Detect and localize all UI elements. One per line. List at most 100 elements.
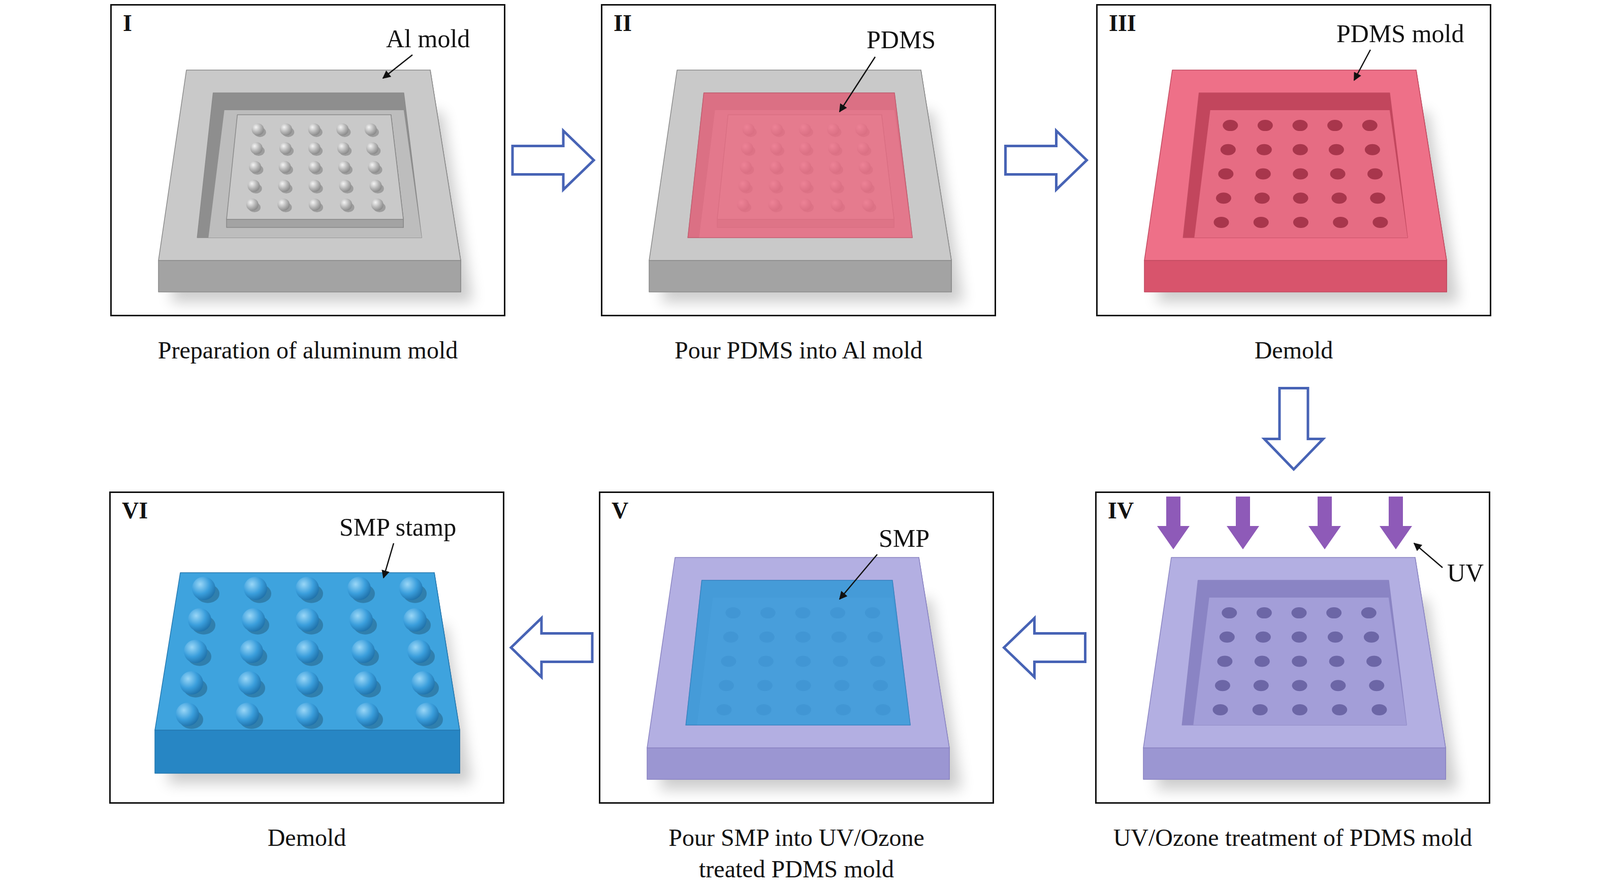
part-label: UV: [1447, 559, 1484, 588]
mold-hole: [1254, 192, 1270, 204]
mold-hole: [1255, 631, 1271, 644]
panel-frame: IVUV: [1095, 491, 1491, 805]
stamp-bump: [179, 671, 204, 695]
cavity-wall: [1181, 580, 1407, 726]
top-face: [158, 70, 461, 261]
mold-hole: [1254, 656, 1270, 668]
mold-bump: [308, 123, 321, 136]
cavity-wall: [1182, 92, 1408, 238]
mold-bump: [366, 142, 379, 155]
stamp-bump: [399, 577, 423, 601]
mold-bump: [278, 161, 292, 174]
stamp-bump: [351, 640, 375, 664]
stamp-bump: [407, 640, 431, 664]
mold-bump: [339, 198, 352, 211]
mold-bump: [277, 198, 290, 211]
mold-hole: [1328, 144, 1344, 156]
part-label: PDMS: [866, 25, 936, 54]
flow-arrow: [1264, 388, 1324, 470]
part-label: SMP: [878, 524, 930, 553]
uv-arrow: [1226, 496, 1260, 550]
front-face: [158, 260, 461, 293]
leader-line: [839, 56, 876, 112]
mold-hole: [1367, 168, 1383, 180]
mold-hole: [1219, 631, 1235, 644]
stamp-bump: [239, 640, 264, 664]
leader-line: [383, 543, 394, 579]
cavity-floor: [1193, 597, 1407, 726]
cavity-wall: [687, 92, 913, 238]
mold-hole: [1252, 704, 1268, 716]
step-caption: UV/Ozone treatment of PDMS mold: [1107, 822, 1479, 854]
mold-bump: [246, 198, 259, 211]
top-face: [647, 557, 950, 749]
panel-frame: IAl mold: [110, 4, 506, 317]
panel-illustration: [154, 543, 472, 784]
mold-hole: [1291, 607, 1307, 619]
stamp-bump: [347, 577, 371, 601]
top-face: [154, 572, 460, 731]
mold-hole: [1292, 168, 1308, 180]
mold-hole: [1372, 216, 1388, 229]
step-caption: Pour SMP into UV/Ozone treated PDMS mold: [633, 822, 959, 886]
cavity-floor: [208, 110, 422, 238]
mold-hole: [1332, 216, 1349, 229]
uv-arrow: [1308, 496, 1341, 550]
mold-hole: [1361, 607, 1377, 619]
mold-hole: [1217, 656, 1233, 668]
mold-hole: [1369, 192, 1386, 204]
mold-hole: [1256, 607, 1272, 619]
mold-bump: [371, 198, 384, 211]
stamp-bump: [353, 671, 377, 695]
mold-hole: [1331, 192, 1347, 204]
stamp-bump: [411, 671, 435, 695]
stamp-bump: [403, 608, 427, 632]
mold-hole: [1330, 680, 1346, 692]
uv-arrow: [1379, 496, 1413, 550]
mold-hole: [1253, 216, 1269, 229]
mold-hole: [1212, 704, 1229, 716]
mold-bump: [308, 142, 321, 155]
process-panel: IIPDMSPour PDMS into Al mold: [600, 4, 997, 367]
stamp-bump: [235, 702, 260, 727]
stamp-bump: [295, 640, 319, 664]
top-face: [1144, 70, 1447, 261]
mold-hole: [1216, 192, 1232, 204]
flow-arrow: [512, 131, 594, 190]
mold-hole: [1363, 631, 1380, 644]
stamp-bump: [243, 577, 268, 601]
mold-hole: [1256, 144, 1272, 156]
mold-hole: [1331, 704, 1348, 716]
step-number: II: [613, 10, 632, 37]
mold-hole: [1253, 680, 1269, 692]
process-panel: IAl moldPreparation of aluminum mold: [110, 4, 506, 367]
step-number: VI: [121, 498, 148, 525]
panel-illustration: [1143, 496, 1458, 790]
flow-arrow: [510, 618, 593, 678]
mold-bump: [367, 161, 380, 174]
stamp-bump: [187, 608, 212, 632]
mold-hole: [1292, 119, 1308, 132]
leader-line: [1414, 543, 1443, 568]
mold-hole: [1368, 680, 1385, 692]
panel-illustration: [647, 554, 962, 790]
mold-hole: [1371, 704, 1387, 716]
cavity-wall: [685, 580, 911, 726]
mold-hole: [1221, 607, 1237, 619]
stamp-bump: [192, 577, 216, 601]
process-panel: VISMP stampDemold: [109, 491, 505, 854]
mold-hole: [1330, 168, 1346, 180]
mold-hole: [1292, 704, 1308, 716]
mold-bump: [251, 123, 265, 136]
stamp-bump: [295, 671, 319, 695]
panel-frame: VI SMP stamp: [109, 491, 505, 805]
panel-illustration: [1144, 49, 1459, 303]
stamp-bump: [415, 702, 439, 727]
part-label: SMP stamp: [339, 513, 457, 542]
mold-bump: [308, 161, 321, 174]
mold-hole: [1292, 144, 1308, 156]
top-face: [649, 70, 952, 261]
mold-bump: [337, 142, 350, 155]
front-face: [647, 748, 950, 780]
